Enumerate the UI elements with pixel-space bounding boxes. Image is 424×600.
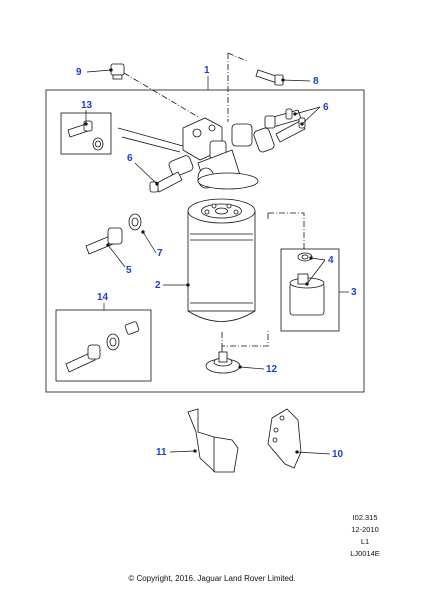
callout-6-right[interactable]: 6 (323, 102, 329, 113)
drain-cap (205, 351, 241, 374)
assembly-frame (45, 89, 365, 393)
callout-7[interactable]: 7 (157, 248, 163, 259)
callout-10[interactable]: 10 (332, 449, 344, 460)
copyright-notice: © Copyright, 2016. Jaguar Land Rover Lim… (128, 574, 296, 583)
kit-box-14 (55, 309, 152, 382)
reference-level: L1 (360, 537, 370, 546)
callout-8[interactable]: 8 (313, 76, 319, 87)
callout-12[interactable]: 12 (266, 364, 278, 375)
illustration-id: LJ0014E (350, 549, 380, 558)
mounting-bracket-11 (187, 408, 239, 473)
callout-9[interactable]: 9 (76, 67, 82, 78)
mounting-bracket-10 (267, 408, 302, 469)
filter-element (187, 198, 256, 322)
callout-1[interactable]: 1 (204, 65, 210, 76)
filter-head-assembly (117, 117, 275, 190)
kit-box-3 (280, 248, 340, 332)
bolt (255, 69, 284, 86)
callout-13[interactable]: 13 (81, 100, 93, 111)
vent-plug (110, 63, 125, 80)
callout-4[interactable]: 4 (328, 255, 334, 266)
kit-14-parts (65, 321, 140, 373)
callout-11[interactable]: 11 (156, 447, 167, 458)
reference-date: 12-2010 (351, 525, 379, 534)
callout-6-left[interactable]: 6 (127, 153, 133, 164)
callout-2[interactable]: 2 (155, 280, 161, 291)
reference-code: I02.315 (352, 513, 378, 522)
callout-3[interactable]: 3 (351, 287, 357, 298)
connector-right (264, 108, 306, 143)
callout-5[interactable]: 5 (126, 265, 132, 276)
drain-fitting (85, 213, 142, 255)
water-sensor (289, 252, 325, 316)
callout-14[interactable]: 14 (97, 292, 109, 303)
